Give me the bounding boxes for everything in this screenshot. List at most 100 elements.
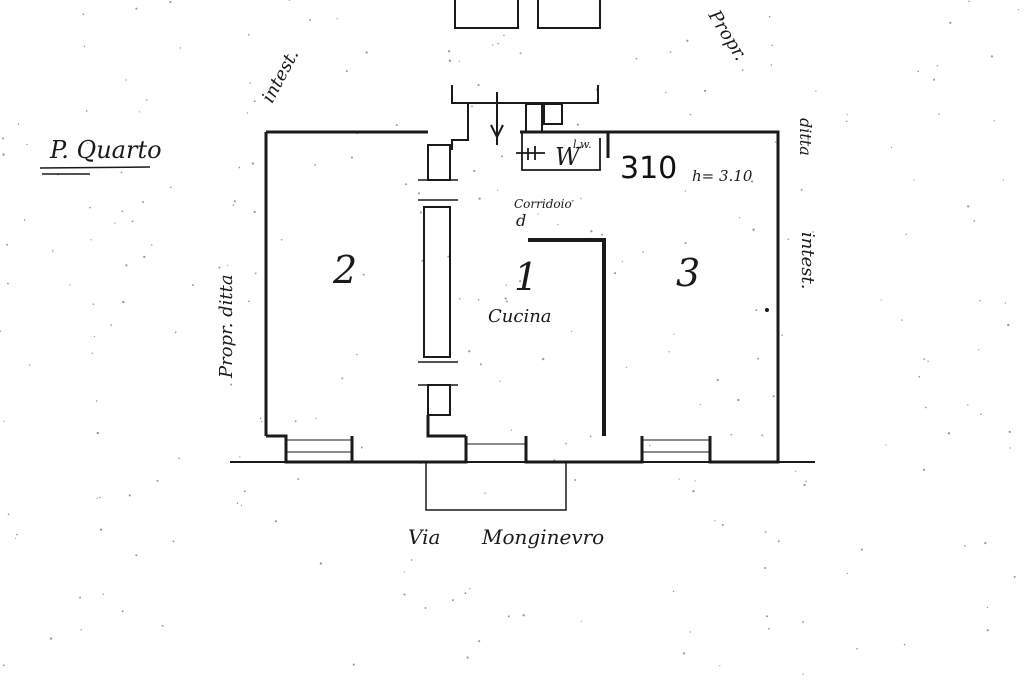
scan-dot	[131, 220, 134, 223]
scan-dot	[294, 420, 297, 423]
scan-dot	[993, 120, 995, 122]
scan-dot	[880, 299, 882, 301]
ceiling-height: h= 3.10	[692, 167, 753, 185]
scan-dot	[741, 69, 744, 72]
scan-dot	[621, 260, 624, 262]
scan-dot	[91, 352, 94, 355]
scan-dot	[964, 544, 966, 547]
scan-dot	[968, 0, 970, 3]
scan-dot	[903, 643, 906, 646]
scan-dot	[102, 593, 105, 595]
scan-dot	[466, 656, 469, 659]
scan-dot	[986, 606, 989, 609]
scan-dot	[684, 190, 686, 192]
scan-dot	[0, 330, 1, 333]
room-number: 310	[620, 151, 677, 186]
neighbor-right-top: ditta	[796, 118, 815, 156]
scan-dot	[803, 483, 806, 487]
scan-dot	[240, 504, 243, 506]
scan-dot	[253, 210, 256, 214]
scan-dot	[579, 145, 582, 148]
scan-dot	[319, 562, 323, 565]
scan-dot	[169, 186, 172, 189]
scan-dot	[120, 171, 123, 174]
scan-dot	[973, 220, 976, 222]
scan-dot	[979, 299, 981, 302]
scan-dot	[150, 244, 153, 246]
scan-dot	[471, 105, 473, 108]
scan-dot	[505, 284, 508, 286]
scan-dot	[812, 231, 814, 233]
scan-dot	[684, 241, 687, 245]
scan-dot	[360, 446, 363, 449]
walls	[264, 130, 780, 464]
scan-dot	[69, 284, 71, 286]
scan-dot	[890, 146, 893, 149]
scan-dot	[505, 300, 508, 303]
scan-dot	[978, 349, 980, 351]
scan-dot	[815, 90, 817, 92]
scan-dot	[678, 478, 680, 480]
scan-dot	[315, 417, 317, 420]
scan-dot	[95, 400, 98, 402]
scan-dot	[125, 79, 127, 81]
scan-dot	[484, 492, 486, 494]
scan-dot	[860, 548, 864, 551]
scan-dot	[99, 496, 101, 499]
scan-dot	[243, 490, 246, 493]
scan-dot	[49, 637, 53, 640]
scan-dot	[82, 13, 85, 16]
scan-dot	[469, 588, 471, 590]
scan-dot	[522, 614, 525, 617]
scan-dot	[699, 403, 702, 406]
scan-dot	[761, 434, 764, 437]
scan-dot	[309, 19, 312, 22]
scan-dot	[161, 624, 164, 627]
scan-dot	[771, 44, 774, 47]
floor-label: P. Quarto	[49, 136, 162, 164]
scan-dot	[672, 590, 675, 593]
scan-dot	[16, 533, 18, 536]
scan-dot	[917, 70, 920, 73]
scan-dot	[589, 435, 592, 438]
scan-dot	[570, 330, 573, 333]
scan-dot	[362, 273, 365, 276]
scan-dot	[447, 255, 450, 258]
scan-dot	[1004, 302, 1007, 304]
scan-dot	[179, 47, 182, 49]
scan-dot	[6, 243, 9, 246]
scan-dot	[247, 33, 250, 36]
wc-label: W	[555, 143, 582, 171]
scan-dot	[557, 224, 559, 226]
scan-dot	[365, 51, 368, 54]
scan-dot	[938, 113, 940, 115]
scan-dot	[6, 282, 9, 285]
scan-dot	[967, 205, 970, 208]
scan-dot	[768, 15, 771, 18]
scan-dot	[923, 358, 926, 360]
scan-dot	[496, 189, 499, 191]
scan-dot	[990, 55, 994, 58]
scan-dot	[770, 64, 773, 66]
stairwell	[451, 0, 601, 150]
scan-dot	[668, 351, 670, 353]
scan-dot	[479, 363, 482, 366]
scan-dot	[83, 45, 86, 48]
scan-dot	[417, 192, 421, 195]
scan-dot	[772, 395, 775, 398]
scan-dot	[499, 380, 501, 382]
scan-dot	[932, 78, 936, 81]
scan-dot	[99, 528, 103, 531]
scan-dot	[802, 621, 804, 623]
scan-dot	[218, 266, 221, 269]
scan-dot	[17, 123, 20, 125]
scan-dot	[403, 593, 406, 596]
scan-dot	[757, 357, 759, 360]
scan-dot	[694, 480, 696, 482]
scan-dot	[986, 629, 989, 632]
scan-dot	[765, 615, 768, 618]
scan-dot	[764, 566, 767, 570]
scan-dot	[689, 631, 692, 633]
scan-dot	[227, 264, 229, 266]
scan-dot	[802, 673, 804, 675]
